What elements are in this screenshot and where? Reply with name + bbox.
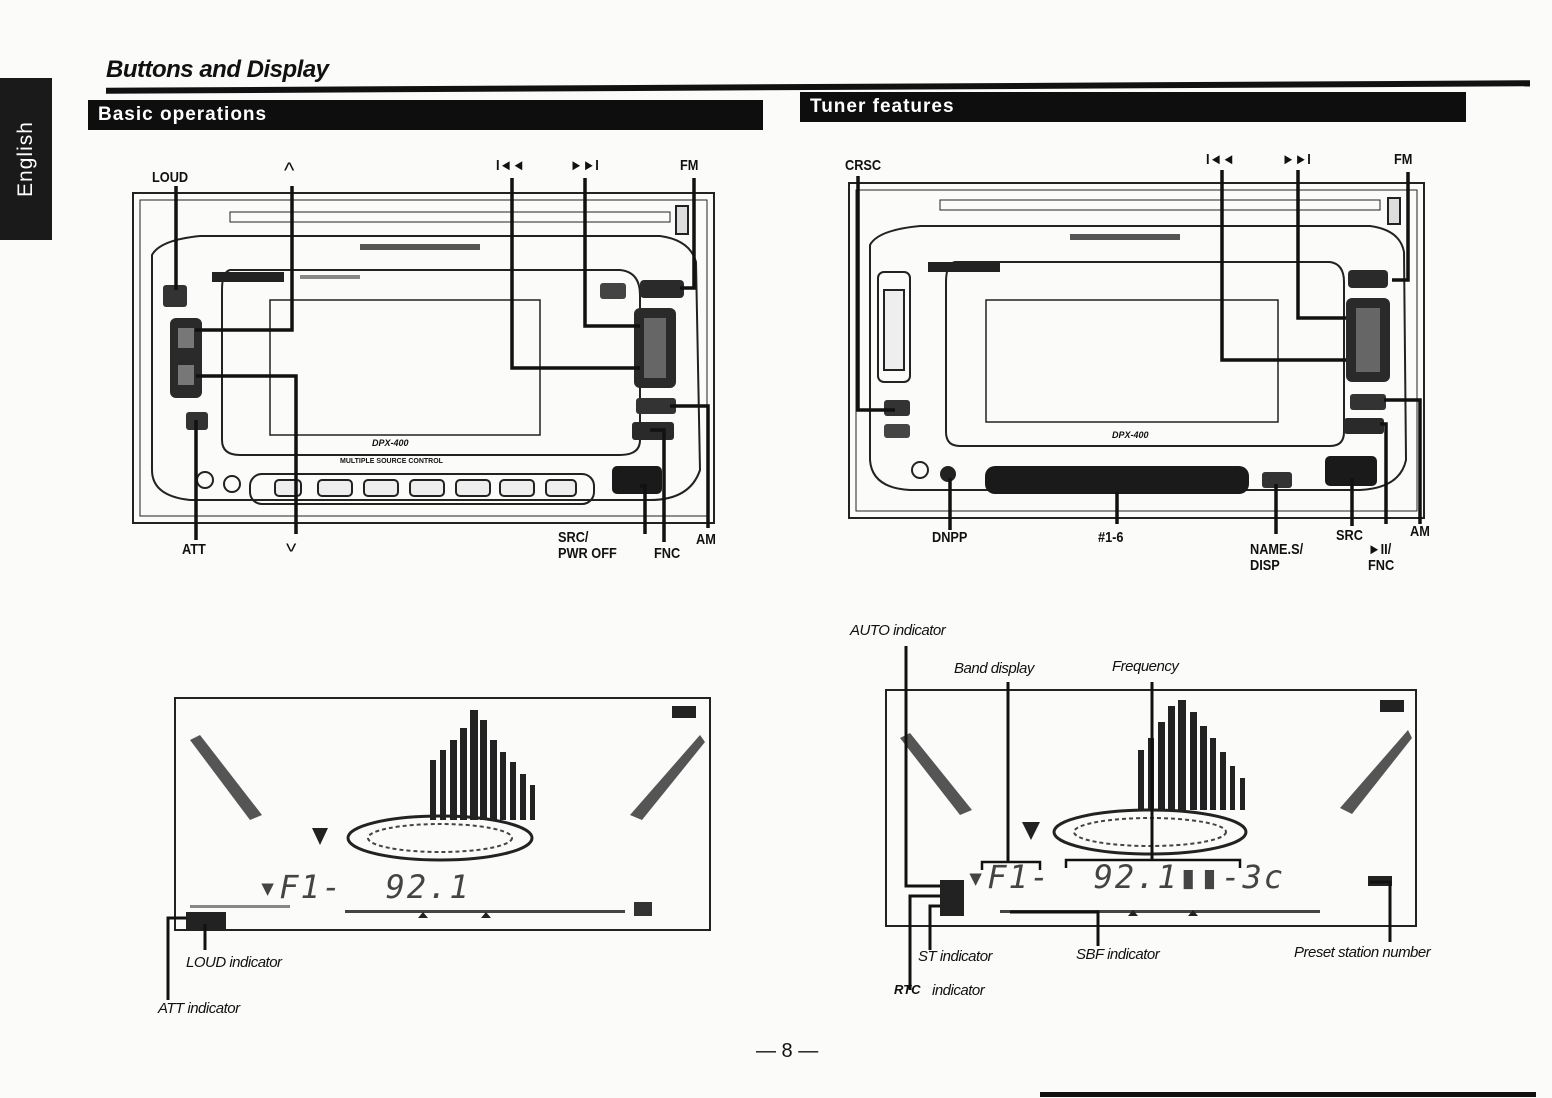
- crsc-button-label: CRSC: [845, 157, 882, 174]
- st-indicator-label: ST indicator: [918, 948, 993, 965]
- page-number: — 8 —: [756, 1040, 819, 1062]
- footer-rule: [1040, 1092, 1536, 1097]
- frequency-label: Frequency: [1112, 658, 1179, 675]
- section-header-basic-operations: Basic operations: [88, 100, 763, 130]
- play-pause-label: ►II/: [1368, 541, 1392, 558]
- rtc-indicator-prefix: RTC: [894, 982, 921, 997]
- right-am-button-label: AM: [1410, 523, 1430, 540]
- right-fm-button-label: FM: [1394, 151, 1413, 168]
- down-arrow-icon: ^: [286, 531, 297, 556]
- up-arrow-icon: ^: [284, 158, 295, 183]
- att-indicator-label: ATT indicator: [158, 1000, 240, 1017]
- preset-buttons-label: #1-6: [1098, 529, 1124, 546]
- left-unit-subtitle: MULTIPLE SOURCE CONTROL: [340, 458, 443, 465]
- band-display-label: Band display: [954, 660, 1034, 677]
- left-model-label: DPX-400: [372, 438, 409, 448]
- language-tab-label: English: [14, 121, 37, 197]
- right-src-button-label: SRC: [1336, 527, 1363, 544]
- loud-button-label: LOUD: [152, 169, 189, 186]
- loud-indicator-label: LOUD indicator: [186, 954, 282, 971]
- right-prev-track-label: I◄◄: [1206, 151, 1235, 168]
- disp-button-label: DISP: [1250, 557, 1280, 574]
- src-button-label: SRC/: [558, 529, 589, 546]
- name-s-button-label: NAME.S/: [1250, 541, 1304, 558]
- language-tab: English: [0, 78, 52, 240]
- fm-button-label: FM: [680, 157, 699, 174]
- right-next-track-label: ►►I: [1282, 151, 1311, 168]
- fnc-button-label: FNC: [654, 545, 681, 562]
- right-unit-chassis: [848, 182, 1425, 519]
- right-fnc-label: FNC: [1368, 557, 1395, 574]
- pwr-off-label: PWR OFF: [558, 545, 617, 562]
- right-lcd-readout: ▾F1- 92.1▮▮-3c: [966, 858, 1285, 896]
- rtc-indicator-label: indicator: [932, 982, 985, 999]
- page-title: Buttons and Display: [106, 56, 329, 83]
- next-track-label: ►►I: [570, 157, 599, 174]
- left-lcd-readout: ▾F1- 92.1: [258, 868, 471, 906]
- att-button-label: ATT: [182, 541, 206, 558]
- auto-indicator-label: AUTO indicator: [850, 622, 946, 639]
- dnpp-button-label: DNPP: [932, 529, 968, 546]
- section-header-tuner-features: Tuner features: [800, 92, 1466, 122]
- sbf-indicator-label: SBF indicator: [1076, 946, 1160, 963]
- am-button-label: AM: [696, 531, 716, 548]
- preset-station-number-label: Preset station number: [1294, 944, 1431, 961]
- left-unit-chassis: [132, 192, 715, 524]
- right-model-label: DPX-400: [1112, 430, 1149, 440]
- prev-track-label: I◄◄: [496, 157, 525, 174]
